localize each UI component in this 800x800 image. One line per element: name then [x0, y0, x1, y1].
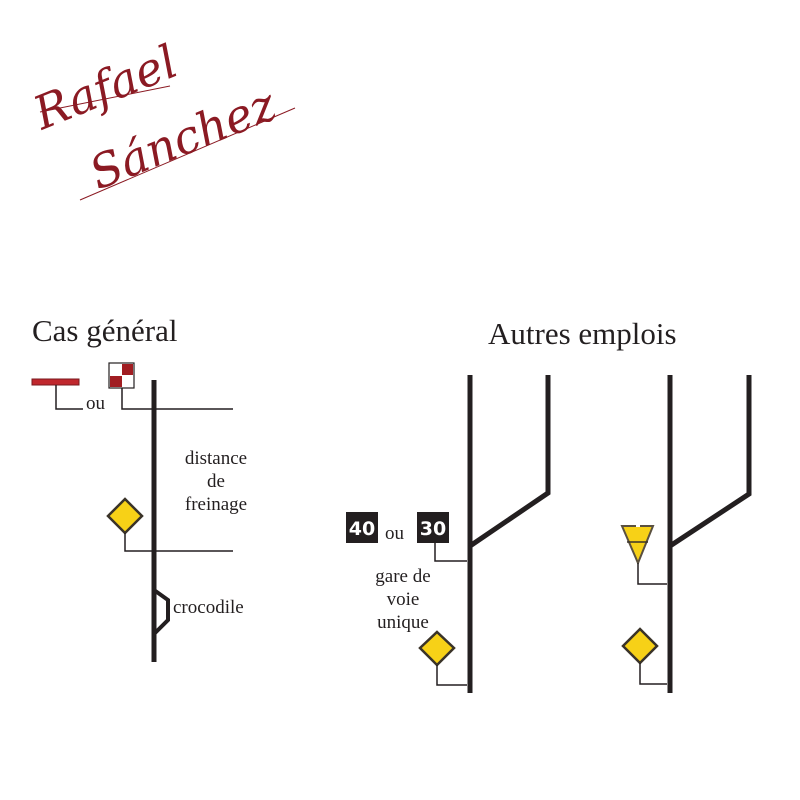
logo-flourish-1: [39, 85, 171, 113]
or-label: ou: [86, 393, 106, 414]
distance-label-line3: freinage: [185, 494, 247, 515]
yellow-diamond-signal-icon: [621, 627, 659, 665]
general-case-title: Cas général: [32, 313, 177, 348]
logo: Rafael Sánchez: [25, 34, 296, 201]
station-label-line2: voie: [387, 589, 420, 610]
other-uses-title: Autres emplois: [488, 316, 677, 351]
speed-plaque-30: [417, 512, 449, 543]
speed-plaque-30-value: 30: [420, 518, 446, 540]
distance-label-line2: de: [207, 471, 225, 492]
other-uses-left-diagram: 40 ou 30 gare de voie unique: [346, 375, 551, 693]
checkered-signal-icon: [108, 362, 135, 389]
station-label-line3: unique: [377, 612, 429, 633]
connector-line: [434, 543, 467, 562]
general-case-diagram: ou distance de freinage crocodile: [31, 362, 247, 662]
branch-track: [468, 375, 551, 549]
connector-line: [637, 563, 667, 585]
connector-line: [436, 665, 467, 686]
crocodile-ramp-icon: [152, 588, 170, 636]
yellow-diamond-signal-icon: [418, 630, 456, 667]
yellow-diamond-signal-icon: [106, 497, 144, 535]
speed-plaque-40-value: 40: [349, 518, 375, 540]
connector-line: [639, 663, 667, 685]
speed-plaque-40: [346, 512, 378, 543]
red-bar-signal-icon: [31, 378, 80, 386]
distance-label-line1: distance: [185, 448, 247, 469]
branch-track: [668, 375, 752, 549]
connector-line: [55, 385, 83, 410]
station-label-line1: gare de: [375, 566, 430, 587]
logo-flourish-2: [79, 107, 296, 201]
braking-start-line: [121, 388, 233, 410]
other-uses-right-diagram: [620, 375, 752, 693]
braking-end-line: [124, 533, 233, 552]
yellow-triangle-signal-icon: [620, 524, 655, 566]
crocodile-label: crocodile: [173, 597, 244, 618]
or-label: ou: [385, 523, 405, 544]
